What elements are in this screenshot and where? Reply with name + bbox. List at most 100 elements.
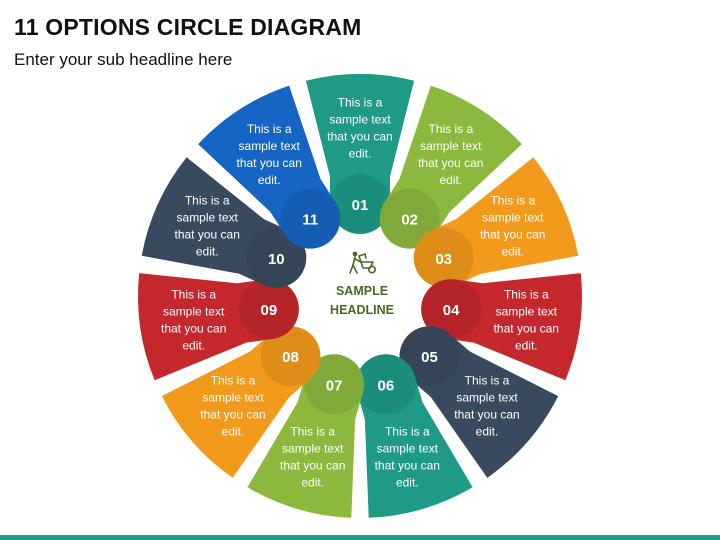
segment-text-line: sample text [163,304,225,318]
segment-band [138,273,255,381]
segment-number: 02 [401,212,418,229]
segment-number: 09 [261,302,278,319]
segment-text-line: edit. [222,425,245,439]
segment-text-line: edit. [182,338,205,352]
segment-tab-shade [304,354,365,415]
segment-text-line: that you can [375,459,440,473]
segment-text-line: edit. [196,245,219,259]
center-headline: SAMPLE HEADLINE [330,251,394,317]
segment-number: 11 [302,212,318,229]
segment-band [247,394,356,518]
segment-text-line: This is a [428,122,473,136]
segment-number: 07 [326,377,343,394]
segment-text-line: This is a [211,374,256,388]
segment-text-line: sample text [239,139,301,153]
segment-band [141,157,271,276]
footer-bar [0,535,720,540]
segment-tab-shade [260,326,321,387]
segment-number: 05 [421,349,438,366]
segment-band [465,273,582,381]
segment-text-line: sample text [282,442,344,456]
segment-text-line: edit. [396,476,419,490]
segment-text-line: sample text [482,211,544,225]
segment-tab-bridge [237,279,274,343]
segment-band [364,394,473,518]
segment-tab-shade [330,174,390,234]
segment-tab-shade [399,326,460,387]
segment-11: 11 This is a sample text that you can edit. [198,85,341,249]
segment-band [161,347,295,478]
segment-text-line: edit. [258,173,281,187]
segment-tab-bridge [238,218,289,286]
segment-tab-shade [246,227,307,288]
segment-tab-bridge [446,279,483,343]
center-headline-line1: SAMPLE [336,284,388,298]
segment-text-line: sample text [329,113,391,127]
segment-tab-bridge [431,218,482,286]
segment-band [449,157,579,276]
segment-number: 04 [443,302,460,319]
segment-03: 03 This is a sample text that you can edit. [413,157,579,288]
segment-tab-shade [238,279,299,340]
segment-tab-bridge [297,375,363,420]
segment-text-line: This is a [290,425,335,439]
segment-text-line: This is a [171,287,216,301]
segment-text-line: sample text [377,442,439,456]
segment-text-line: that you can [161,321,226,335]
segment-tab-bridge [409,333,471,398]
segment-tab-shade [379,188,440,249]
segment-text-line: that you can [418,156,483,170]
segment-text-line: that you can [200,408,265,422]
segment-band [396,85,522,218]
segment-text-line: This is a [385,425,430,439]
person-with-wheelbarrow-icon [349,251,376,274]
segment-text-line: that you can [480,228,545,242]
segment-text-line: This is a [247,122,292,136]
segment-text-line: that you can [237,156,302,170]
segment-text-line: This is a [490,194,535,208]
segment-09: 09 This is a sample text that you can edit. [138,273,299,381]
segment-text-line: edit. [515,338,538,352]
segment-01: 01 This is a sample text that you can edit. [305,74,415,234]
segment-tab-shade [413,227,474,288]
segment-tab-shade [280,188,341,249]
segment-text-line: This is a [338,96,383,110]
segment-text-line: sample text [202,391,264,405]
segment-number: 03 [435,251,452,268]
slide-subtitle: Enter your sub headline here [14,50,233,69]
segment-text-line: that you can [454,408,519,422]
segment-text-line: sample text [456,391,518,405]
segment-tab-bridge [384,178,451,235]
segment-tab-bridge [249,333,311,398]
segment-text-line: sample text [420,139,482,153]
segment-tab-shade [355,354,416,415]
segment-text-line: This is a [465,374,510,388]
segment-tab-bridge [269,178,336,235]
segment-text-line: that you can [494,321,559,335]
segment-band [305,74,415,186]
segment-tab-shade [421,279,482,340]
segment-number: 06 [378,377,395,394]
segment-text-line: that you can [327,130,392,144]
segment-text-line: This is a [185,194,230,208]
slide-title: 11 OPTIONS CIRCLE DIAGRAM [14,14,362,40]
segment-tab-bridge [330,176,390,204]
segment-text-line: that you can [280,459,345,473]
segment-text-line: edit. [301,476,324,490]
segment-text-line: edit. [439,173,462,187]
segment-text-line: edit. [349,147,372,161]
segment-text-line: that you can [175,228,240,242]
segment-text-line: edit. [501,245,524,259]
segment-text-line: sample text [177,211,239,225]
segment-number: 01 [352,197,369,214]
segment-band [425,347,559,478]
segment-02: 02 This is a sample text that you can edit. [379,85,522,249]
segment-band [198,85,324,218]
